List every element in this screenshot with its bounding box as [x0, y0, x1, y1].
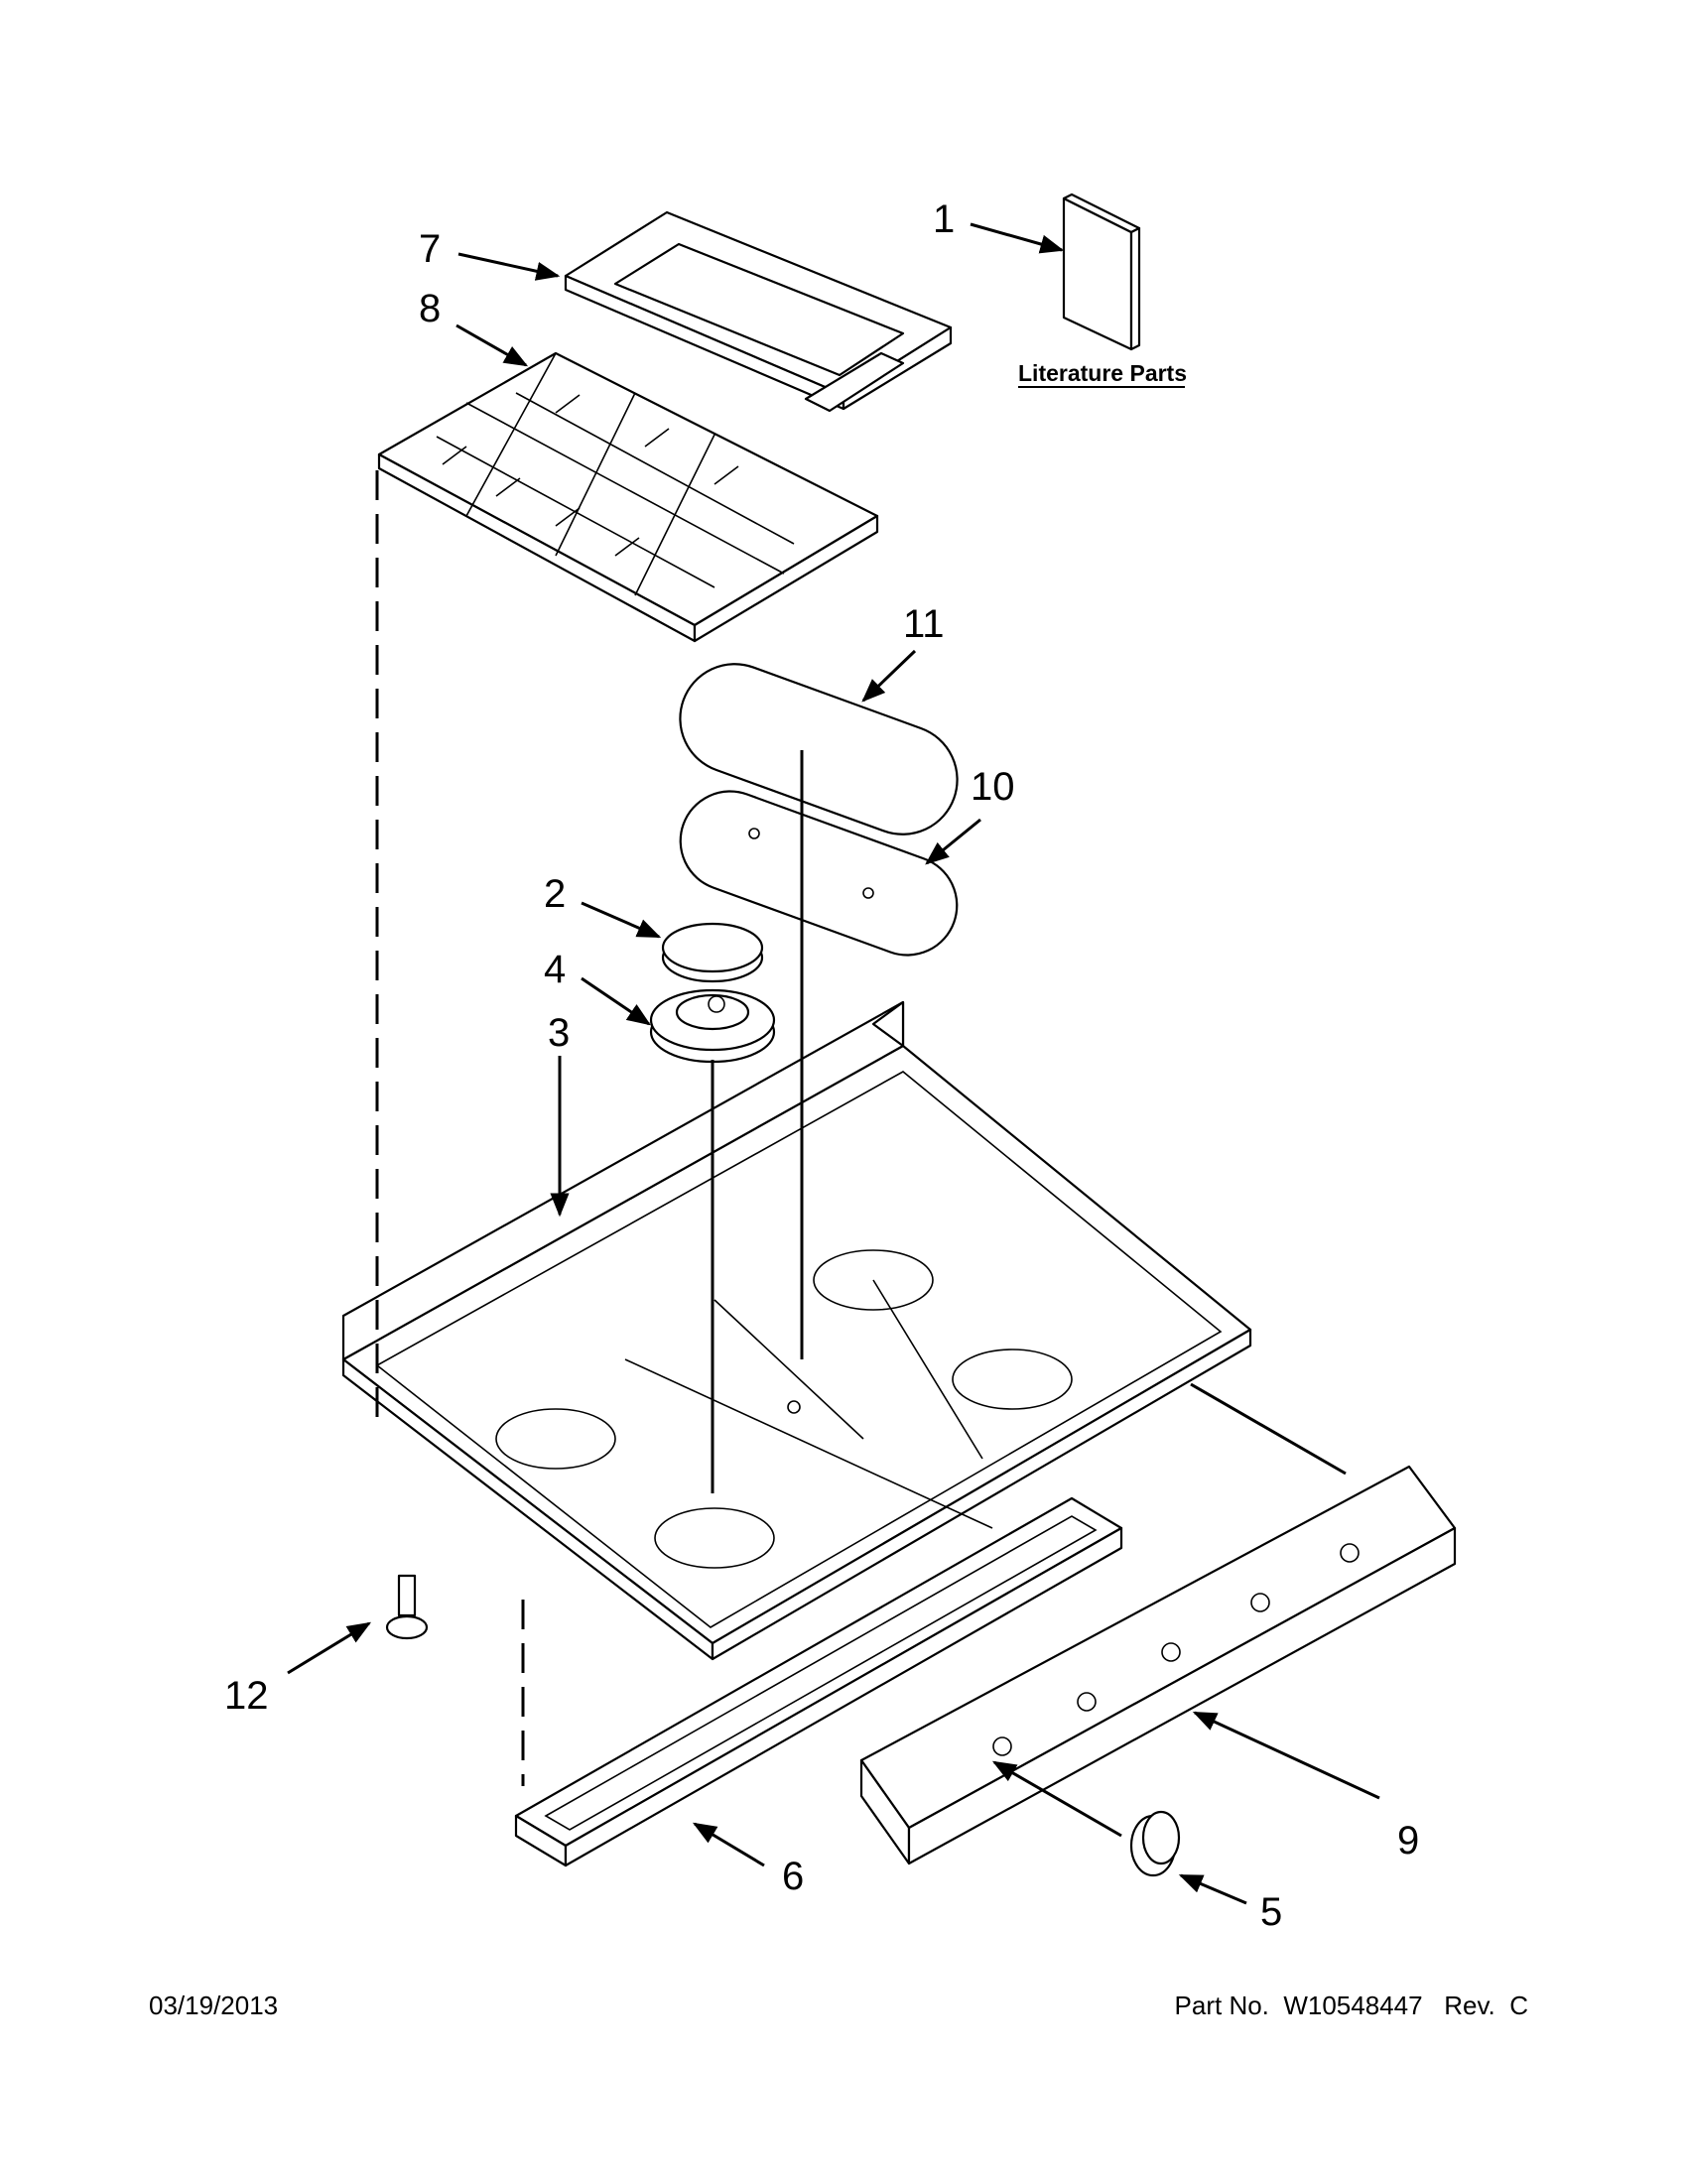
part-6-trim	[514, 1496, 1123, 1867]
part-9-control-panel	[859, 1465, 1457, 1865]
assembly-lines	[375, 470, 1347, 1786]
footer-date: 03/19/2013	[149, 1991, 278, 2020]
part-2-burner-cap	[661, 922, 764, 983]
callout-2: 2	[544, 872, 566, 916]
part-1-literature-book	[1062, 193, 1141, 351]
part-5-knob	[1129, 1810, 1181, 1877]
part-3-cooktop	[341, 1000, 1252, 1661]
callout-8: 8	[419, 287, 441, 330]
callout-4: 4	[544, 948, 566, 991]
footer-part-number: Part No. W10548447 Rev. C	[1175, 1991, 1528, 2020]
part-7-griddle	[564, 210, 953, 413]
callout-3: 3	[548, 1011, 570, 1055]
callout-6: 6	[782, 1855, 804, 1898]
callout-12: 12	[224, 1674, 269, 1718]
part-8-grate	[377, 351, 879, 643]
part-4-burner-base	[649, 988, 776, 1064]
callout-7: 7	[419, 227, 441, 271]
callout-9: 9	[1397, 1819, 1419, 1863]
literature-parts-label: Literature Parts	[1018, 360, 1187, 386]
callout-5: 5	[1260, 1890, 1282, 1934]
part-12-pin	[385, 1574, 429, 1640]
callout-10: 10	[971, 765, 1015, 809]
callout-1: 1	[933, 197, 955, 241]
callout-arrows	[287, 222, 1380, 1905]
callout-11: 11	[903, 602, 945, 646]
part-11-cover	[679, 663, 959, 835]
